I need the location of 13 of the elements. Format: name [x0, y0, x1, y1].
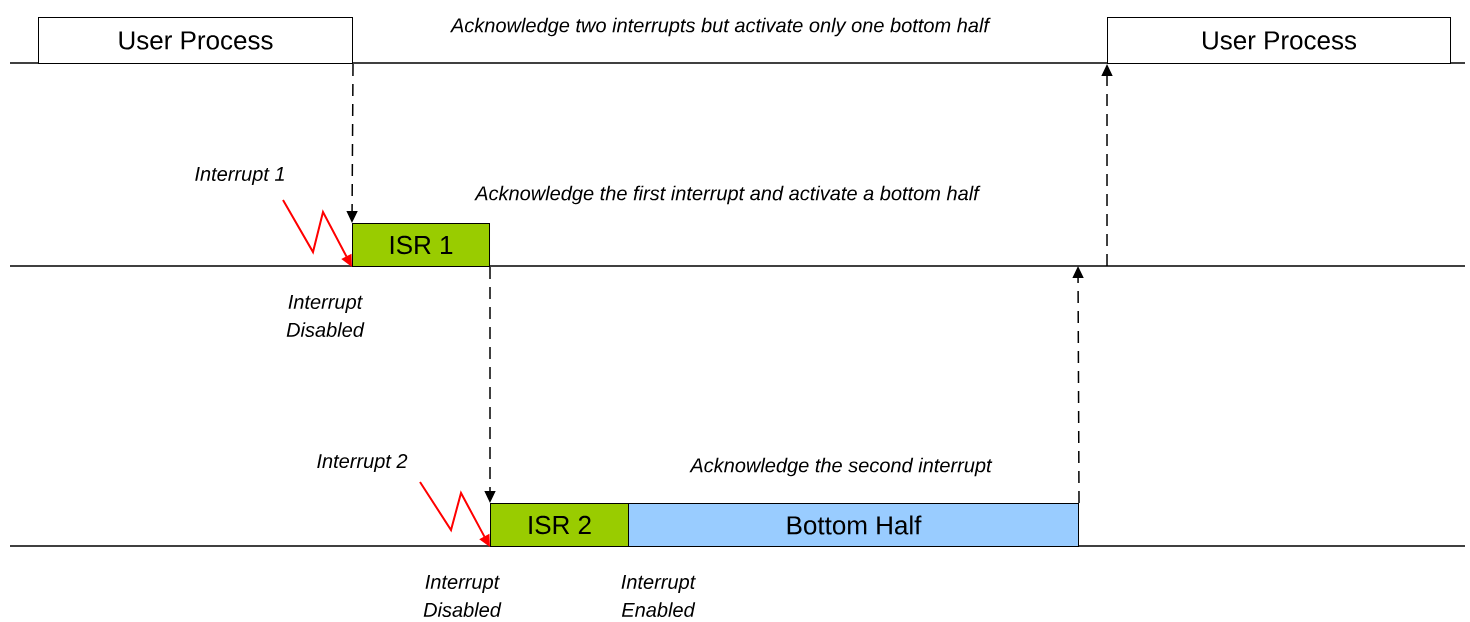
italic-note: Interrupt Disabled	[286, 295, 365, 337]
italic-note: Acknowledge two interrupts but activate only one bottom half	[450, 17, 991, 37]
italic-note: Acknowledge the second interrupt	[689, 457, 993, 477]
process-box: ISR 2	[490, 503, 629, 547]
process-box: User Process	[38, 17, 353, 64]
italic-note: Acknowledge the first interrupt and activate a bottom half	[474, 185, 981, 205]
italic-note: Interrupt Disabled	[423, 575, 502, 617]
process-box: ISR 1	[352, 223, 490, 267]
italic-note: Interrupt 1	[195, 167, 284, 185]
process-box: Bottom Half	[628, 503, 1079, 547]
process-box: User Process	[1107, 17, 1451, 64]
italic-note: Interrupt Enabled	[621, 575, 696, 617]
italic-note: Interrupt 2	[317, 453, 408, 473]
